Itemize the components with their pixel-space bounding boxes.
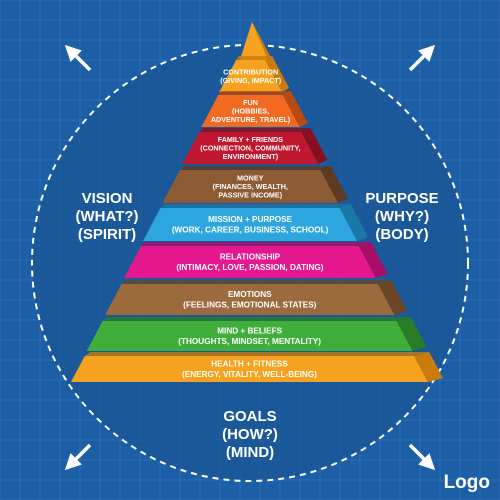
pyramid-level-subtitle: (GIVING, IMPACT)	[220, 76, 282, 85]
pyramid-level-subtitle: (CONNECTION, COMMUNITY,	[200, 144, 300, 153]
arrow-up-right-icon	[418, 44, 436, 62]
pyramid-level-side	[282, 91, 308, 127]
pyramid-level-side	[339, 204, 369, 241]
pyramid-level-side	[265, 56, 290, 92]
pyramid-level-subtitle: (HOBBIES,	[232, 107, 269, 116]
pyramid-level-label: HEALTH + FITNESS(ENERGY, VITALITY, WELL-…	[182, 360, 317, 380]
purpose-aspect: (BODY)	[375, 226, 429, 243]
arrow-up-left-icon	[64, 44, 82, 62]
pyramid-level-label: CONTRIBUTION(GIVING, IMPACT)	[220, 67, 282, 85]
pyramid-level-title: FUN	[243, 98, 258, 107]
pyramid-level-title: MONEY	[237, 174, 264, 183]
vision-question: (WHAT?)	[75, 208, 139, 225]
pyramid-level-title: EMOTIONS	[228, 290, 272, 299]
pyramid-level-front	[201, 95, 300, 127]
purpose-question: (WHY?)	[374, 208, 430, 225]
pyramid-level-top-face	[102, 317, 411, 321]
pyramid-level-front	[219, 60, 283, 92]
pyramid-level-top-face	[84, 352, 430, 356]
pyramid-level-front	[71, 356, 428, 382]
pyramid-level-subtitle: PASSIVE INCOME)	[218, 191, 282, 200]
vision-label: VISION (WHAT?) (SPIRIT)	[62, 190, 152, 244]
pyramid-level-top-face	[160, 204, 351, 208]
pyramid-level-top-face	[179, 166, 331, 170]
pyramid-level-label: FAMILY + FRIENDS(CONNECTION, COMMUNITY,E…	[200, 135, 300, 161]
pyramid-level-front	[182, 132, 319, 164]
pyramid-level-top-face	[121, 280, 392, 284]
purpose-title: PURPOSE	[365, 190, 439, 207]
pyramid-level-subtitle: (FINANCES, WEALTH,	[213, 182, 288, 191]
pyramid-level-front	[124, 246, 376, 278]
pyramid-level-top-face	[199, 128, 311, 132]
pyramid-level-side	[378, 280, 408, 315]
pyramid-level-title: FAMILY + FRIENDS	[218, 135, 284, 144]
pyramid-level-label: MONEY(FINANCES, WEALTH,PASSIVE INCOME)	[213, 174, 288, 200]
pyramid-level-side	[396, 317, 427, 351]
goals-aspect: (MIND)	[225, 444, 275, 461]
arrow-down-right-icon	[418, 453, 436, 471]
goals-question: (HOW?)	[222, 426, 278, 443]
goals-title: GOALS	[223, 408, 277, 425]
pyramid-level-title: MISSION + PURPOSE	[208, 215, 292, 224]
pyramid-level-title: CONTRIBUTION	[223, 67, 278, 76]
pyramid-level-side	[414, 352, 443, 382]
pyramid-level-label: RELATIONSHIP(INTIMACY, LOVE, PASSION, DA…	[176, 253, 323, 273]
goals-label: GOALS (HOW?) (MIND)	[200, 408, 300, 462]
pyramid-level-subtitle: ENVIRONMENT)	[223, 152, 279, 161]
pyramid-apex-side	[252, 22, 273, 60]
pyramid-level-subtitle: (INTIMACY, LOVE, PASSION, DATING)	[176, 263, 323, 272]
pyramid-level-top-face	[140, 242, 371, 246]
vision-title: VISION	[81, 190, 133, 207]
pyramid-level-label: MIND + BELIEFS(THOUGHTS, MINDSET, MENTAL…	[178, 327, 321, 347]
pyramid-level-subtitle: ADVENTURE, TRAVEL)	[211, 115, 291, 124]
pyramid-level-label: FUN(HOBBIES,ADVENTURE, TRAVEL)	[211, 98, 291, 124]
pyramid-level-side	[301, 128, 328, 164]
pyramid-apex	[239, 22, 273, 60]
pyramid-level-label: MISSION + PURPOSE (WORK, CAREER, BUSINESS…	[172, 215, 329, 235]
pyramid-level-front	[86, 321, 413, 351]
pyramid-level-top-face	[218, 91, 291, 95]
logo[interactable]: Logo	[443, 472, 490, 493]
pyramid-level-subtitle: (ENERGY, VITALITY, WELL-BEING)	[182, 370, 317, 379]
pyramid-level-title: RELATIONSHIP	[220, 253, 281, 262]
pyramid-level-label: EMOTIONS (FEELINGS, EMOTIONAL STATES)	[183, 290, 317, 310]
pyramid-level-side	[358, 242, 388, 278]
vision-aspect: (SPIRIT)	[77, 226, 137, 243]
pyramid-level-subtitle: (FEELINGS, EMOTIONAL STATES)	[183, 301, 317, 310]
pyramid-level-front	[105, 284, 395, 315]
pyramid-level-title: MIND + BELIEFS	[217, 327, 282, 336]
pyramid-level-subtitle: (WORK, CAREER, BUSINESS, SCHOOL)	[172, 226, 329, 235]
pyramid-level-title: HEALTH + FITNESS	[211, 360, 288, 369]
pyramid-level-top-face	[236, 56, 273, 60]
purpose-label: PURPOSE (WHY?) (BODY)	[352, 190, 452, 244]
pyramid-level-front	[143, 208, 358, 241]
pyramid-level-subtitle: (THOUGHTS, MINDSET, MENTALITY)	[178, 337, 321, 346]
pyramid-level-front	[162, 170, 339, 203]
arrow-down-left-icon	[64, 453, 82, 471]
pyramid-level-side	[320, 166, 349, 203]
